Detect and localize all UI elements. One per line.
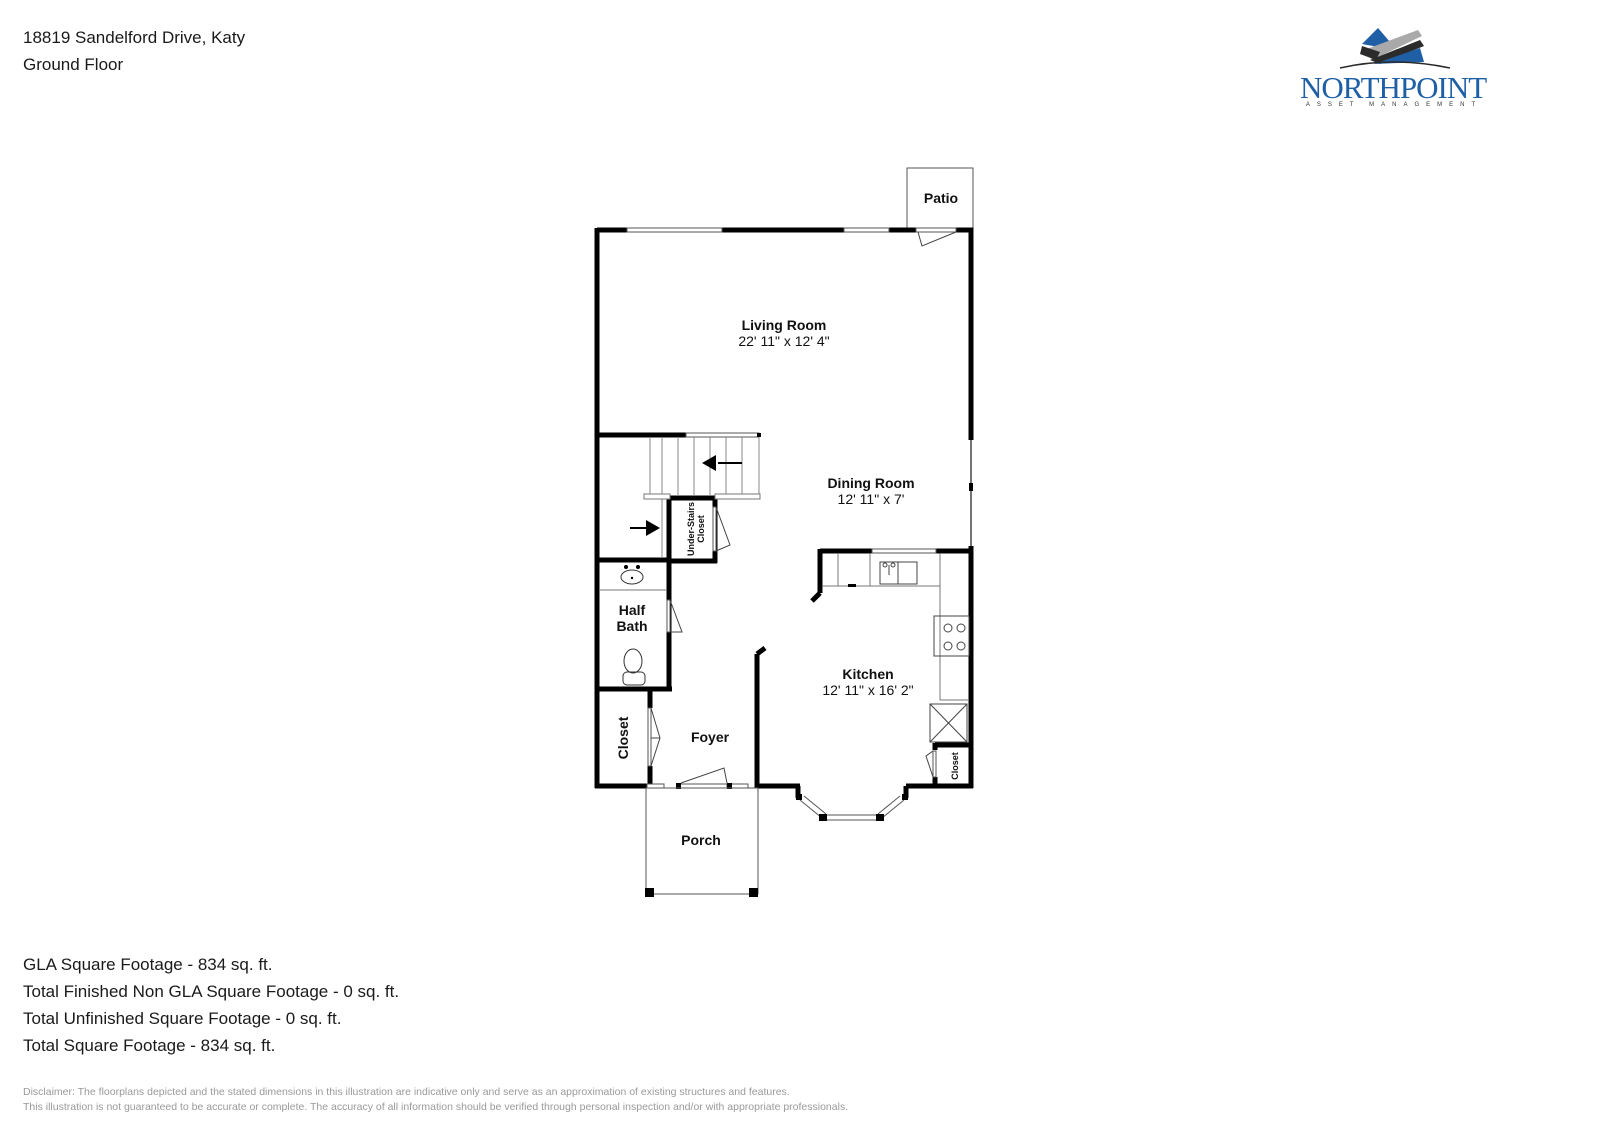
finished-non-gla-footage: Total Finished Non GLA Square Footage - … xyxy=(23,982,400,1001)
half-bath-label-1: Half xyxy=(619,602,646,618)
mountain-logo-icon xyxy=(1339,28,1451,69)
dining-room-dimensions: 12' 11" x 7' xyxy=(838,491,905,507)
patio-door xyxy=(917,231,957,247)
logo-wordmark: NORTHPOINT xyxy=(1300,70,1487,105)
porch-outline xyxy=(645,787,759,895)
stair-arrow-up-icon xyxy=(702,455,742,471)
property-header: 18819 Sandelford Drive, Katy Ground Floo… xyxy=(23,24,245,78)
bay-window xyxy=(795,786,909,798)
dining-room-label: Dining Room xyxy=(827,475,914,491)
foyer-label: Foyer xyxy=(691,729,730,745)
interior-walls xyxy=(597,432,973,788)
northpoint-logo: NORTHPOINT ASSET MANAGEMENT xyxy=(1300,22,1487,112)
kitchen-sink-icon xyxy=(879,561,918,585)
refrigerator-icon xyxy=(929,703,968,743)
half-bath-label-2: Bath xyxy=(616,618,647,634)
sink-icon xyxy=(620,569,644,585)
square-footage-summary: GLA Square Footage - 834 sq. ft. Total F… xyxy=(23,951,399,1059)
under-stairs-closet-label-2: Closet xyxy=(696,515,706,543)
closet-right-label: Closet xyxy=(950,752,960,780)
patio-label: Patio xyxy=(924,190,958,206)
porch-label: Porch xyxy=(681,832,721,848)
gla-footage: GLA Square Footage - 834 sq. ft. xyxy=(23,955,273,974)
exterior-walls xyxy=(594,227,974,789)
front-door xyxy=(680,767,728,784)
living-windows xyxy=(626,227,957,233)
total-footage: Total Square Footage - 834 sq. ft. xyxy=(23,1036,276,1055)
stair-arrow-right-icon xyxy=(630,520,660,536)
logo-tagline: ASSET MANAGEMENT xyxy=(1305,102,1483,108)
closet-left-label: Closet xyxy=(615,716,631,759)
floor-name: Ground Floor xyxy=(23,55,124,74)
stove-icon xyxy=(933,615,970,657)
under-stairs-closet-label-1: Under-Stairs xyxy=(686,502,696,556)
disclaimer: Disclaimer: The floorplans depicted and … xyxy=(23,1085,848,1115)
unfinished-footage: Total Unfinished Square Footage - 0 sq. … xyxy=(23,1009,342,1028)
living-room-dimensions: 22' 11" x 12' 4" xyxy=(738,333,829,349)
living-room-label: Living Room xyxy=(742,317,827,333)
kitchen-label: Kitchen xyxy=(842,666,893,682)
kitchen-counters xyxy=(822,553,969,701)
disclaimer-line-1: Disclaimer: The floorplans depicted and … xyxy=(23,1086,790,1098)
disclaimer-line-2: This illustration is not guaranteed to b… xyxy=(23,1101,849,1113)
kitchen-dimensions: 12' 11" x 16' 2" xyxy=(822,682,913,698)
property-address: 18819 Sandelford Drive, Katy xyxy=(23,28,246,47)
toilet-icon xyxy=(622,648,646,686)
